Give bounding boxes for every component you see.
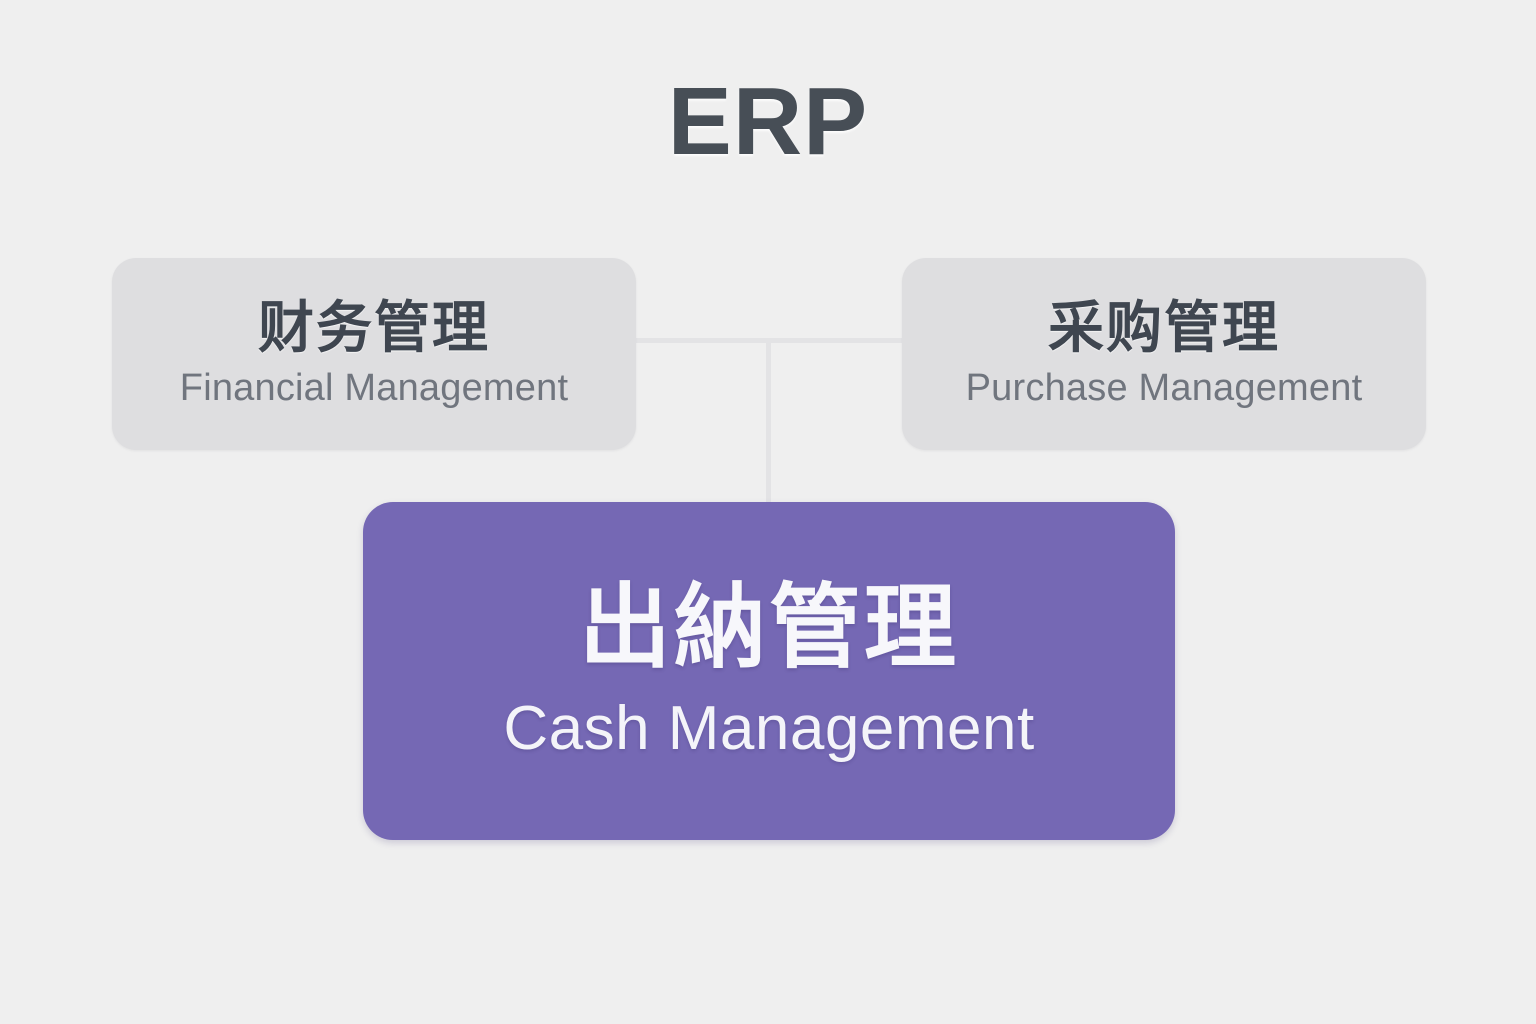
page-title: ERP bbox=[667, 68, 869, 175]
node-label-cn: 财务管理 bbox=[258, 295, 490, 359]
node-financial-management[interactable]: 财务管理 Financial Management bbox=[112, 258, 636, 450]
connector-vertical bbox=[766, 338, 771, 506]
node-label-en: Financial Management bbox=[179, 366, 569, 409]
node-label-cn: 采购管理 bbox=[1048, 295, 1280, 359]
node-label-en: Purchase Management bbox=[965, 366, 1363, 409]
node-purchase-management[interactable]: 采购管理 Purchase Management bbox=[902, 258, 1426, 450]
node-cash-management[interactable]: 出納管理 Cash Management bbox=[363, 502, 1175, 840]
node-label-en: Cash Management bbox=[503, 693, 1035, 763]
node-label-cn: 出納管理 bbox=[578, 576, 959, 679]
